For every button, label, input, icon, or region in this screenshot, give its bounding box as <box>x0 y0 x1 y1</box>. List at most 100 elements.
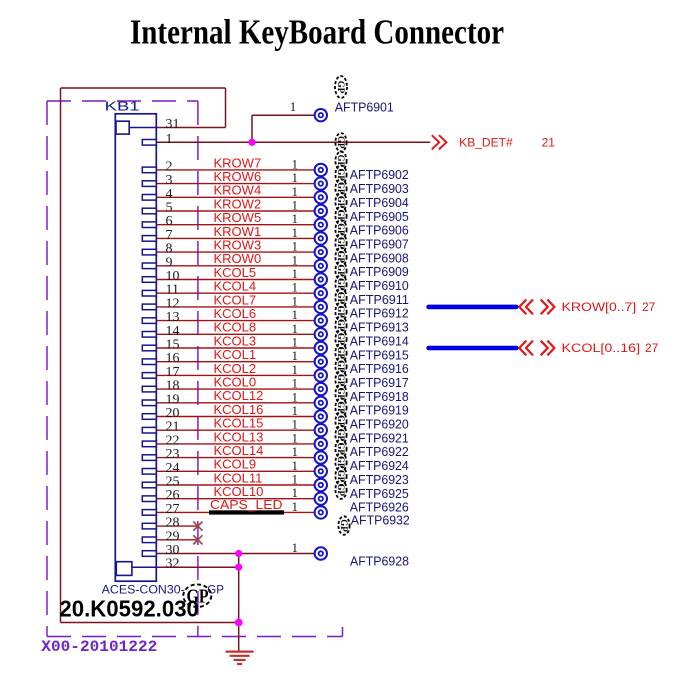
svg-text:1: 1 <box>292 348 299 363</box>
svg-text:1: 1 <box>292 540 299 555</box>
svg-text:GP: GP <box>336 251 346 264</box>
svg-text:20: 20 <box>166 406 180 421</box>
svg-text:KCOL1: KCOL1 <box>214 347 257 362</box>
svg-text:1: 1 <box>292 472 299 487</box>
svg-text:AFTP6919: AFTP6919 <box>350 403 409 418</box>
svg-text:7: 7 <box>166 228 173 243</box>
svg-text:GP: GP <box>336 333 346 346</box>
svg-text:16: 16 <box>166 351 180 366</box>
svg-text:1: 1 <box>292 335 299 350</box>
svg-text:GP: GP <box>336 209 346 222</box>
svg-text:1: 1 <box>292 417 299 432</box>
svg-text:AFTP6920: AFTP6920 <box>350 417 409 432</box>
svg-text:GP: GP <box>336 442 346 455</box>
svg-text:1: 1 <box>290 99 297 114</box>
svg-text:11: 11 <box>166 283 179 298</box>
svg-text:AFTP6926: AFTP6926 <box>350 500 409 515</box>
svg-text:AFTP6904: AFTP6904 <box>350 195 409 210</box>
svg-text:1: 1 <box>292 225 299 240</box>
svg-text:22: 22 <box>166 433 180 448</box>
svg-text:27: 27 <box>645 341 659 355</box>
svg-text:KCOL16: KCOL16 <box>214 402 264 417</box>
svg-text:AFTP6901: AFTP6901 <box>335 99 394 114</box>
svg-text:1: 1 <box>292 362 299 377</box>
svg-text:1: 1 <box>292 403 299 418</box>
svg-text:GP: GP <box>336 155 346 168</box>
svg-text:KCOL[0..16]: KCOL[0..16] <box>562 341 641 355</box>
svg-text:AFTP6910: AFTP6910 <box>350 278 409 293</box>
svg-text:KROW0: KROW0 <box>214 251 262 266</box>
svg-text:AFTP6913: AFTP6913 <box>350 320 409 335</box>
svg-text:GP: GP <box>336 401 346 414</box>
svg-text:KROW3: KROW3 <box>214 238 262 253</box>
svg-text:KB_DET#: KB_DET# <box>459 135 513 149</box>
svg-text:GP: GP <box>336 237 346 250</box>
svg-text:AFTP6911: AFTP6911 <box>350 292 409 307</box>
svg-text:ACES-CON30-: ACES-CON30- <box>102 585 185 597</box>
svg-text:1: 1 <box>292 239 299 254</box>
svg-text:GP: GP <box>336 429 346 442</box>
svg-text:KROW7: KROW7 <box>214 155 262 170</box>
svg-text:GP: GP <box>336 182 346 195</box>
svg-text:24: 24 <box>166 461 180 476</box>
svg-text:4: 4 <box>166 187 173 202</box>
svg-text:GP: GP <box>336 223 346 236</box>
svg-text:AFTP6909: AFTP6909 <box>350 264 409 279</box>
svg-text:GP: GP <box>336 278 346 291</box>
svg-text:GP: GP <box>336 415 346 428</box>
svg-text:X00-20101222: X00-20101222 <box>41 638 157 656</box>
svg-text:AFTP6917: AFTP6917 <box>350 375 409 390</box>
svg-text:30: 30 <box>166 543 180 558</box>
svg-text:AFTP6923: AFTP6923 <box>350 472 409 487</box>
svg-text:AFTP6908: AFTP6908 <box>350 250 409 265</box>
svg-text:GP: GP <box>336 360 346 373</box>
svg-text:KROW5: KROW5 <box>214 210 262 225</box>
svg-text:KCOL0: KCOL0 <box>214 375 257 390</box>
svg-text:KCOL3: KCOL3 <box>214 333 257 348</box>
svg-text:GP: GP <box>336 264 346 277</box>
svg-text:KROW1: KROW1 <box>214 224 262 239</box>
svg-text:GP: GP <box>336 168 346 181</box>
svg-text:GP: GP <box>336 81 346 94</box>
svg-text:AFTP6928: AFTP6928 <box>350 554 409 569</box>
svg-text:5: 5 <box>166 201 173 216</box>
svg-text:1: 1 <box>292 444 299 459</box>
svg-text:1: 1 <box>292 252 299 267</box>
svg-text:AFTP6903: AFTP6903 <box>350 181 409 196</box>
svg-text:KB1: KB1 <box>105 99 140 114</box>
svg-text:31: 31 <box>166 117 180 132</box>
svg-text:GP: GP <box>336 483 346 496</box>
svg-text:KCOL13: KCOL13 <box>214 429 264 444</box>
svg-text:GP: GP <box>336 456 346 469</box>
svg-text:19: 19 <box>166 392 180 407</box>
svg-text:3: 3 <box>166 173 173 188</box>
svg-text:GP: GP <box>336 470 346 483</box>
svg-text:9: 9 <box>166 255 173 270</box>
svg-text:6: 6 <box>166 214 173 229</box>
svg-text:21: 21 <box>166 420 180 435</box>
svg-text:12: 12 <box>166 296 180 311</box>
svg-text:AFTP6918: AFTP6918 <box>350 389 409 404</box>
svg-text:1: 1 <box>292 430 299 445</box>
svg-text:1: 1 <box>166 132 173 147</box>
svg-text:KCOL7: KCOL7 <box>214 292 257 307</box>
svg-text:1: 1 <box>292 376 299 391</box>
svg-text:AFTP6916: AFTP6916 <box>350 361 409 376</box>
svg-text:GP: GP <box>336 305 346 318</box>
svg-text:AFTP6902: AFTP6902 <box>350 167 409 182</box>
svg-text:Internal KeyBoard Connector: Internal KeyBoard Connector <box>130 13 504 52</box>
svg-text:GP: GP <box>336 388 346 401</box>
svg-text:15: 15 <box>166 338 180 353</box>
svg-text:1: 1 <box>292 499 299 514</box>
svg-text:1: 1 <box>292 184 299 199</box>
svg-text:1: 1 <box>292 307 299 322</box>
svg-text:27: 27 <box>642 300 656 314</box>
svg-text:AFTP6912: AFTP6912 <box>350 306 409 321</box>
svg-text:KROW[0..7]: KROW[0..7] <box>562 300 637 314</box>
svg-text:CAPS_LED: CAPS_LED <box>210 497 283 512</box>
svg-text:25: 25 <box>166 475 180 490</box>
svg-text:1: 1 <box>292 389 299 404</box>
svg-text:1: 1 <box>292 156 299 171</box>
svg-text:GP: GP <box>339 519 349 532</box>
svg-text:21: 21 <box>542 135 556 149</box>
